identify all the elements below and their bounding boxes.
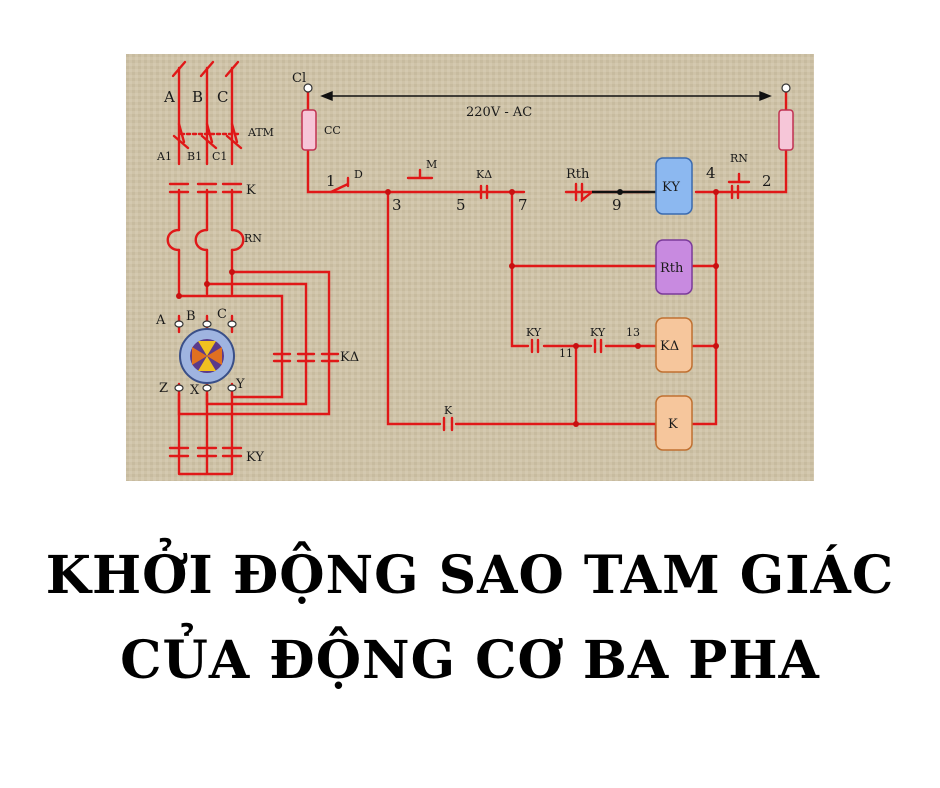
- phase-label-a: A: [163, 88, 175, 106]
- node-2-label: 2: [762, 172, 772, 190]
- breaker-terminal-a1: A1: [156, 150, 172, 163]
- phase-label-c: C: [217, 88, 228, 106]
- star-contacts: [168, 392, 243, 476]
- motor-terminal-label-c: C: [217, 307, 227, 322]
- node-1-label: 1: [326, 172, 336, 190]
- coil-rth: [655, 239, 693, 295]
- control-return-rail: [690, 190, 718, 426]
- supply-break-marks: [171, 60, 240, 78]
- coil-k: [655, 395, 693, 451]
- wire-node7-branch: [510, 190, 658, 348]
- node-dot: [617, 189, 623, 195]
- motor-terminal-label-y: Y: [235, 377, 245, 392]
- node-3-label: 3: [392, 196, 402, 214]
- interlock-label: KΔ: [476, 168, 492, 181]
- diagram-background: [126, 54, 814, 481]
- delta-contactor-label: KΔ: [340, 350, 359, 365]
- contactor-label-k: K: [246, 183, 256, 198]
- terminal-cl: [303, 83, 313, 93]
- motor-terminal: [227, 320, 237, 328]
- ky-contact-label-2: KY: [590, 326, 606, 339]
- timer-contact-label: Rth: [566, 167, 590, 182]
- phase-label-b: B: [192, 88, 203, 106]
- star-contactor-label: KY: [246, 450, 264, 465]
- coil-k-label: K: [668, 417, 678, 432]
- coil-ky-label: KY: [662, 180, 680, 195]
- node-9-label: 9: [612, 196, 622, 214]
- start-button-label: M: [426, 158, 437, 171]
- rn-contact: [727, 172, 751, 200]
- delta-feed-wires: [177, 270, 331, 376]
- motor-terminal: [227, 384, 237, 392]
- node-7-label: 7: [518, 196, 528, 214]
- wiring-diagram: A B C A1 B1 C1 ATM RN CC D M KΔ RN KY KY…: [126, 54, 814, 481]
- ky-contact-2: [593, 338, 603, 354]
- node-dot: [385, 189, 391, 195]
- node-dot: [573, 421, 579, 427]
- node-dot: [573, 343, 579, 349]
- ky-contact-label-1: KY: [526, 326, 542, 339]
- title-line-1: KHỞI ĐỘNG SAO TAM GIÁC: [45, 545, 895, 606]
- start-button-m: [406, 168, 434, 180]
- fuse-cc: [301, 109, 317, 151]
- motor-terminal-label-z: Z: [159, 381, 168, 396]
- terminal-right: [781, 83, 791, 93]
- title-line-2: CỦA ĐỘNG CƠ BA PHA: [120, 630, 820, 691]
- node-dot: [204, 281, 210, 287]
- node-11-label: 11: [559, 347, 573, 360]
- stop-button-label: D: [354, 168, 363, 181]
- node-13-label: 13: [626, 326, 640, 339]
- coil-kd: [655, 317, 693, 373]
- thermal-relay-rn: [166, 228, 245, 252]
- motor-terminal: [202, 384, 212, 392]
- fuse-label-cc: CC: [324, 124, 341, 137]
- rn-contact-label: RN: [730, 152, 748, 165]
- coil-kd-label: KΔ: [660, 339, 679, 354]
- motor-terminal: [174, 384, 184, 392]
- motor-terminal-label-x: X: [190, 383, 200, 398]
- breaker-label: ATM: [247, 126, 274, 139]
- fuse-right: [778, 109, 794, 151]
- node-dot: [635, 343, 641, 349]
- node-dot: [713, 189, 719, 195]
- ky-contact-1: [530, 338, 540, 354]
- node-dot: [509, 263, 515, 269]
- node-dot: [713, 343, 719, 349]
- stop-button-d: [329, 176, 350, 194]
- delta-contacts: [272, 352, 340, 363]
- breaker-terminal-b1: B1: [187, 150, 202, 163]
- motor-terminal: [174, 320, 184, 328]
- k-hold-contact: [442, 416, 454, 432]
- breaker-terminal-c1: C1: [212, 150, 227, 163]
- node-5-label: 5: [456, 196, 466, 214]
- node-4-label: 4: [706, 164, 716, 182]
- voltage-label: 220V - AC: [466, 105, 532, 120]
- motor-terminal: [202, 320, 212, 328]
- coil-rth-label: Rth: [660, 261, 684, 276]
- node-dot: [509, 189, 515, 195]
- main-contact-k: [168, 182, 243, 194]
- node-dot: [176, 293, 182, 299]
- coil-ky: [655, 157, 693, 215]
- source-label-cl: Cl: [292, 71, 306, 86]
- node-dot: [713, 263, 719, 269]
- timer-contact-rth: [574, 182, 594, 203]
- relay-label-rn: RN: [244, 232, 262, 245]
- motor-terminal-label-b: B: [186, 309, 196, 324]
- k-hold-label: K: [444, 404, 453, 417]
- node-dot: [229, 269, 235, 275]
- interlock-kd: [479, 184, 489, 200]
- motor-symbol: [179, 328, 235, 384]
- motor-terminal-label-a: A: [155, 313, 166, 328]
